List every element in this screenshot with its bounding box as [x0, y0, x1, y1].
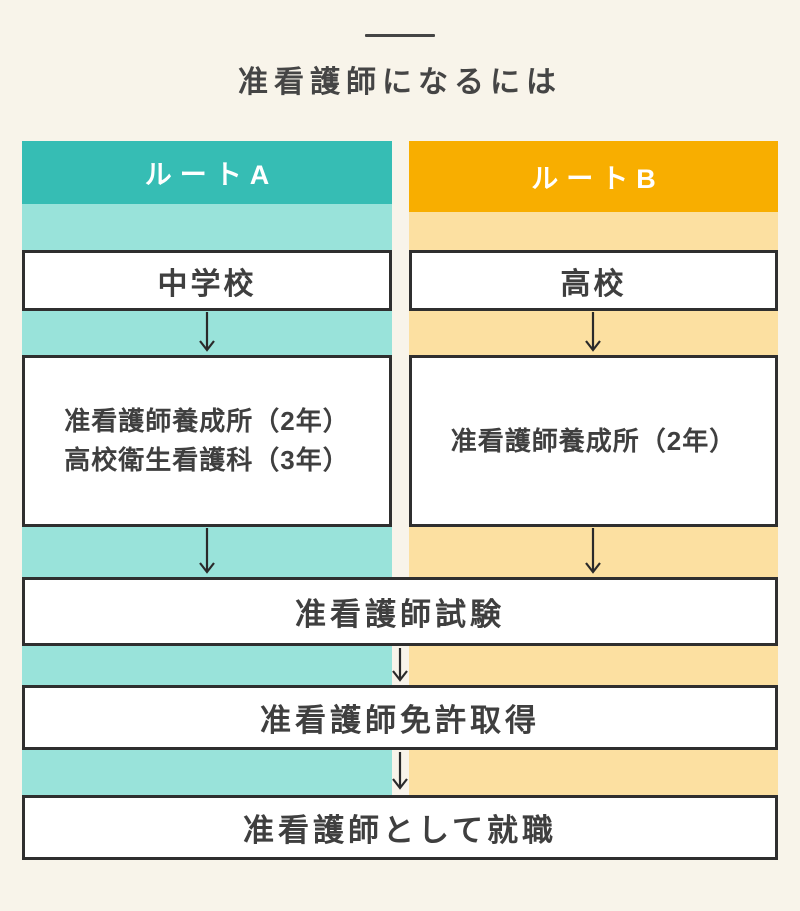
- step-box-route-b-training-school: 准看護師養成所（2年）: [409, 355, 778, 527]
- title-divider-line: [365, 34, 435, 37]
- route-a-header-label: ルートA: [144, 160, 278, 190]
- step-label: 准看護師として就職: [242, 813, 558, 848]
- step-box-license: 准看護師免許取得: [22, 685, 778, 750]
- route-b-header-label: ルートB: [531, 164, 664, 194]
- arrow-down-icon: [392, 752, 408, 790]
- arrow-down-icon: [392, 648, 408, 682]
- arrow-down-icon: [585, 312, 601, 352]
- page-title: 准看護師になるには: [238, 66, 562, 99]
- step-label: 高校: [560, 267, 627, 301]
- step-label: 中学校: [157, 267, 257, 301]
- route-b-header: ルートB: [409, 141, 778, 212]
- step-label-line-2: 高校衛生看護科（3年）: [64, 445, 350, 475]
- arrow-down-icon: [199, 312, 215, 352]
- step-box-route-a-training-school: 准看護師養成所（2年） 高校衛生看護科（3年）: [22, 355, 392, 527]
- step-box-employment: 准看護師として就職: [22, 795, 778, 860]
- step-box-exam: 准看護師試験: [22, 577, 778, 646]
- step-label: 准看護師養成所（2年）: [450, 425, 737, 456]
- step-box-route-a-middle-school: 中学校: [22, 250, 392, 311]
- step-label: 准看護師免許取得: [260, 703, 540, 738]
- step-box-route-b-high-school: 高校: [409, 250, 778, 311]
- arrow-down-icon: [585, 528, 601, 574]
- route-a-header: ルートA: [22, 141, 392, 204]
- arrow-down-icon: [199, 528, 215, 574]
- step-label: 准看護師試験: [295, 597, 505, 632]
- step-label-line-1: 准看護師養成所（2年）: [64, 406, 350, 436]
